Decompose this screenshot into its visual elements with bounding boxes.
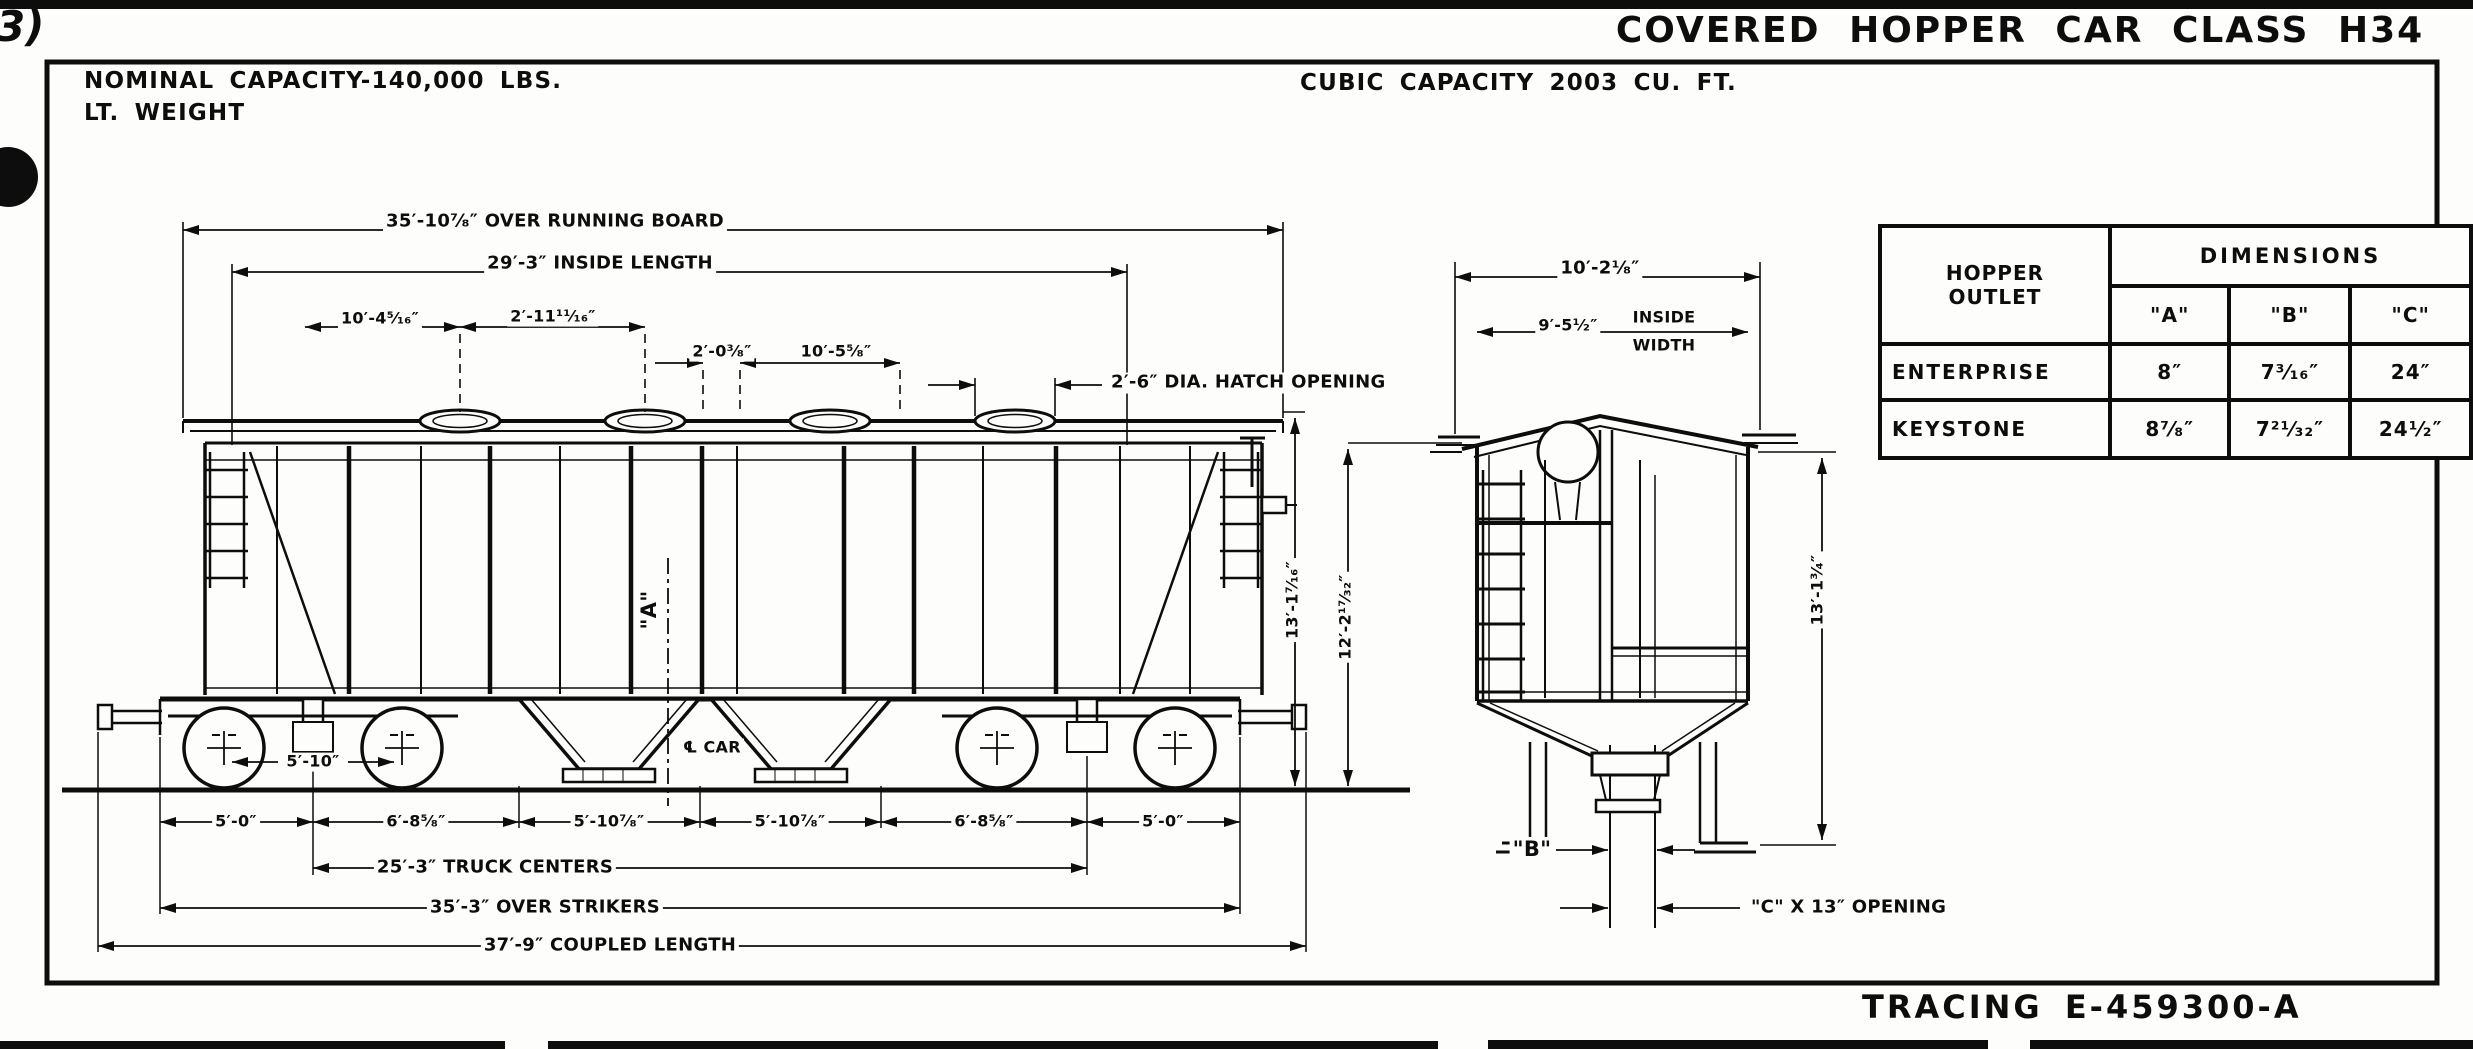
roof-hatches — [418, 408, 1057, 434]
dim-over-strikers: 35′-3″ OVER STRIKERS — [426, 897, 664, 919]
dim-inside-length: 29′-3″ INSIDE LENGTH — [484, 253, 716, 275]
dim-end-overall-width: 10′-2¹⁄₈″ — [1557, 258, 1643, 280]
inside-width-caption-1: INSIDE — [1629, 308, 1699, 328]
brake-wheel — [1260, 495, 1288, 515]
dim-over-running-board: 35′-10⁷⁄₈″ OVER RUNNING BOARD — [383, 211, 727, 233]
dim-axle-4: 5′-10⁷⁄₈″ — [751, 812, 829, 832]
truck-right — [942, 706, 1232, 790]
table-cell-keystone-c: 24¹⁄₂″ — [2348, 398, 2473, 460]
table-cell-enterprise-b: 7³⁄₁₆″ — [2227, 342, 2353, 402]
table-header-hopper-outlet: HOPPER OUTLET — [1878, 224, 2112, 346]
label-c-opening: "C" X 13″ OPENING — [1748, 897, 1950, 919]
dim-axle-2: 6′-8⁵⁄₈″ — [383, 812, 449, 832]
label-a-callout: "A" — [636, 587, 662, 633]
inside-width-caption-2: WIDTH — [1629, 336, 1699, 356]
dim-axle-1: 5′-0″ — [212, 812, 260, 832]
table-cell-keystone-name: KEYSTONE — [1878, 398, 2112, 460]
table-row-keystone: KEYSTONE 8⁷⁄₈″ 7²¹⁄₃₂″ 24¹⁄₂″ — [1878, 398, 2473, 460]
end-view-drawing — [1430, 413, 1798, 928]
hopper-outlet-gate — [1590, 751, 1670, 777]
coupler-left — [96, 703, 162, 731]
dim-inside-width: 9′-5¹⁄₂″ — [1535, 316, 1601, 336]
dim-hatch-4: 10′-5⁵⁄₈″ — [797, 342, 875, 362]
dim-hatch-1: 10′-4⁵⁄₁₆″ — [337, 309, 423, 329]
table-col-c: "C" — [2348, 284, 2473, 346]
table-row-enterprise: ENTERPRISE 8″ 7³⁄₁₆″ 24″ — [1878, 342, 2473, 402]
table-header-outlet: OUTLET — [1948, 285, 2042, 309]
dim-wheelbase: 5′-10″ — [283, 752, 343, 772]
truck-left — [168, 706, 458, 790]
table-cell-enterprise-name: ENTERPRISE — [1878, 342, 2112, 402]
light-weight-note: LT. WEIGHT — [84, 100, 246, 126]
table-header-dimensions: DIMENSIONS — [2107, 224, 2473, 288]
dim-hatch-2: 2′-11¹¹⁄₁₆″ — [507, 307, 599, 327]
dim-hatch-opening: 2′-6″ DIA. HATCH OPENING — [1108, 372, 1389, 394]
page-margin-note: 3) — [0, 2, 45, 51]
hopper-outlet-table: HOPPER OUTLET DIMENSIONS "A" "B" "C" ENT… — [1878, 224, 2473, 460]
dim-height-eaves: 12′-2¹⁷⁄₃₂″ — [1336, 571, 1356, 663]
table-col-b: "B" — [2227, 284, 2353, 346]
label-b-callout: "B" — [1509, 836, 1555, 862]
dim-axle-3: 5′-10⁷⁄₈″ — [570, 812, 648, 832]
hole-punch — [0, 147, 38, 207]
roof-hatch-end — [1536, 420, 1600, 484]
dim-hatch-3: 2′-0³⁄₈″ — [689, 342, 755, 362]
table-col-a: "A" — [2107, 284, 2232, 346]
table-cell-enterprise-a: 8″ — [2107, 342, 2232, 402]
centerline-car-label: ℄ CAR — [680, 738, 744, 758]
dim-end-height: 13′-1³⁄₄″ — [1808, 551, 1828, 629]
end-ladder-right — [1131, 451, 1262, 695]
table-header-hopper: HOPPER — [1945, 261, 2045, 285]
end-ladder-left — [206, 451, 337, 695]
dim-axle-5: 6′-8⁵⁄₈″ — [951, 812, 1017, 832]
table-cell-enterprise-c: 24″ — [2348, 342, 2473, 402]
side-elevation-drawing — [62, 408, 1410, 806]
nominal-capacity-note: NOMINAL CAPACITY-140,000 LBS. — [84, 68, 563, 94]
dim-axle-6: 5′-0″ — [1139, 812, 1187, 832]
dim-coupled-length: 37′-9″ COUPLED LENGTH — [480, 935, 740, 957]
tracing-number: TRACING E-459300-A — [1862, 988, 2302, 1026]
drawing-title: COVERED HOPPER CAR CLASS H34 — [1615, 10, 2425, 51]
hopper-bottoms — [515, 697, 895, 784]
table-cell-keystone-b: 7²¹⁄₃₂″ — [2227, 398, 2353, 460]
end-view-ladder — [1479, 470, 1525, 700]
cubic-capacity-note: CUBIC CAPACITY 2003 CU. FT. — [1300, 70, 1737, 96]
side-posts — [276, 446, 1191, 694]
dim-height-over-running-board: 13′-1⁷⁄₁₆″ — [1283, 557, 1303, 643]
table-cell-keystone-a: 8⁷⁄₈″ — [2107, 398, 2232, 460]
dim-truck-centers: 25′-3″ TRUCK CENTERS — [373, 857, 617, 879]
